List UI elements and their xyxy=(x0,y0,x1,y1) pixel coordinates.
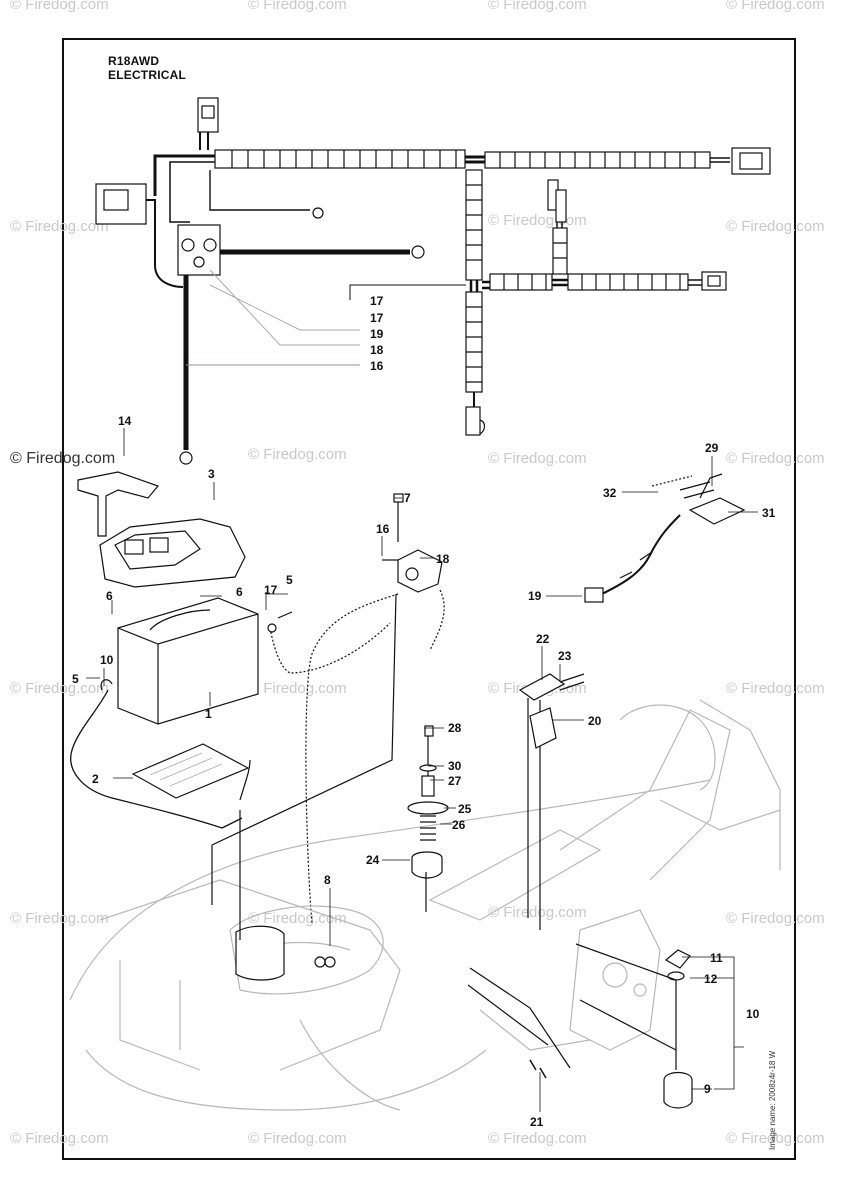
part-label: 9 xyxy=(704,1082,711,1096)
part-label: 28 xyxy=(448,721,462,735)
watermark: © Firedog.com xyxy=(488,0,587,13)
part-label: 5 xyxy=(286,573,293,587)
chassis-parts xyxy=(211,593,693,1109)
part-label: 18 xyxy=(436,552,450,566)
watermark: © Firedog.com xyxy=(488,1130,587,1147)
part-label: 17 xyxy=(370,294,384,308)
watermark: © Firedog.com xyxy=(726,450,825,467)
wire-harness xyxy=(95,97,771,465)
part-label: 11 xyxy=(710,951,723,965)
watermark: © Firedog.com xyxy=(248,1130,347,1147)
part-label: 16 xyxy=(370,359,384,373)
part-label: 26 xyxy=(452,818,466,832)
watermark: © Firedog.com xyxy=(10,0,109,13)
part-label: 10 xyxy=(100,653,114,667)
part-label: 21 xyxy=(530,1115,544,1129)
part-label: 17 xyxy=(370,311,384,325)
part-label: 6 xyxy=(106,589,113,603)
diagram-model: R18AWD xyxy=(108,54,160,68)
diagram-frame xyxy=(62,38,796,1160)
part-label: 10 xyxy=(746,1007,760,1021)
part-label: 16 xyxy=(376,522,390,536)
watermark: © Firedog.com xyxy=(10,450,116,467)
chassis xyxy=(69,699,781,1111)
part-label: 6 xyxy=(236,585,243,599)
part-label: 32 xyxy=(603,486,617,500)
part-label: 25 xyxy=(458,802,472,816)
part-label: 27 xyxy=(448,774,462,788)
part-label: 30 xyxy=(448,759,462,773)
part-label: 8 xyxy=(324,873,331,887)
watermark: © Firedog.com xyxy=(726,218,825,235)
part-label: 5 xyxy=(72,672,79,686)
part-label: 18 xyxy=(370,343,384,357)
diagram-section: ELECTRICAL xyxy=(108,68,186,82)
part-label: 20 xyxy=(588,714,602,728)
watermark: © Firedog.com xyxy=(488,904,587,921)
watermark: © Firedog.com xyxy=(726,1130,825,1147)
part-label: 3 xyxy=(208,467,215,481)
watermark: © Firedog.com xyxy=(10,1130,109,1147)
battery-group xyxy=(70,471,445,925)
watermark: © Firedog.com xyxy=(248,0,347,13)
part-label: 22 xyxy=(536,632,550,646)
part-label: 12 xyxy=(704,972,718,986)
switch-harness xyxy=(584,473,746,603)
watermark: © Firedog.com xyxy=(726,680,825,697)
part-label: 2 xyxy=(92,772,99,786)
image-number: Image name: 2008z4r-18 W xyxy=(768,1050,777,1150)
part-label: 24 xyxy=(366,853,380,867)
watermark: © Firedog.com xyxy=(248,446,347,463)
watermark: © Firedog.com xyxy=(248,680,347,697)
part-label: 19 xyxy=(370,327,384,341)
part-label: 19 xyxy=(528,589,542,603)
part-label: 29 xyxy=(705,441,719,455)
watermark: © Firedog.com xyxy=(488,450,587,467)
watermark: © Firedog.com xyxy=(10,910,109,927)
watermark: © Firedog.com xyxy=(726,910,825,927)
part-label: 31 xyxy=(762,506,776,520)
leader-lines xyxy=(86,428,758,1112)
part-label: 17 xyxy=(264,583,278,597)
watermark: © Firedog.com xyxy=(10,218,109,235)
harness-loom-top xyxy=(214,149,711,169)
part-label: 1 xyxy=(205,707,212,721)
watermark: © Firedog.com xyxy=(726,0,825,13)
part-label: 23 xyxy=(558,649,572,663)
part-label: 14 xyxy=(118,414,132,428)
part-labels: 17 17 19 18 16 14 3 7 16 18 5 17 6 6 10 … xyxy=(72,294,776,1129)
watermark: © Firedog.com xyxy=(10,680,109,697)
part-label: 7 xyxy=(404,491,411,505)
